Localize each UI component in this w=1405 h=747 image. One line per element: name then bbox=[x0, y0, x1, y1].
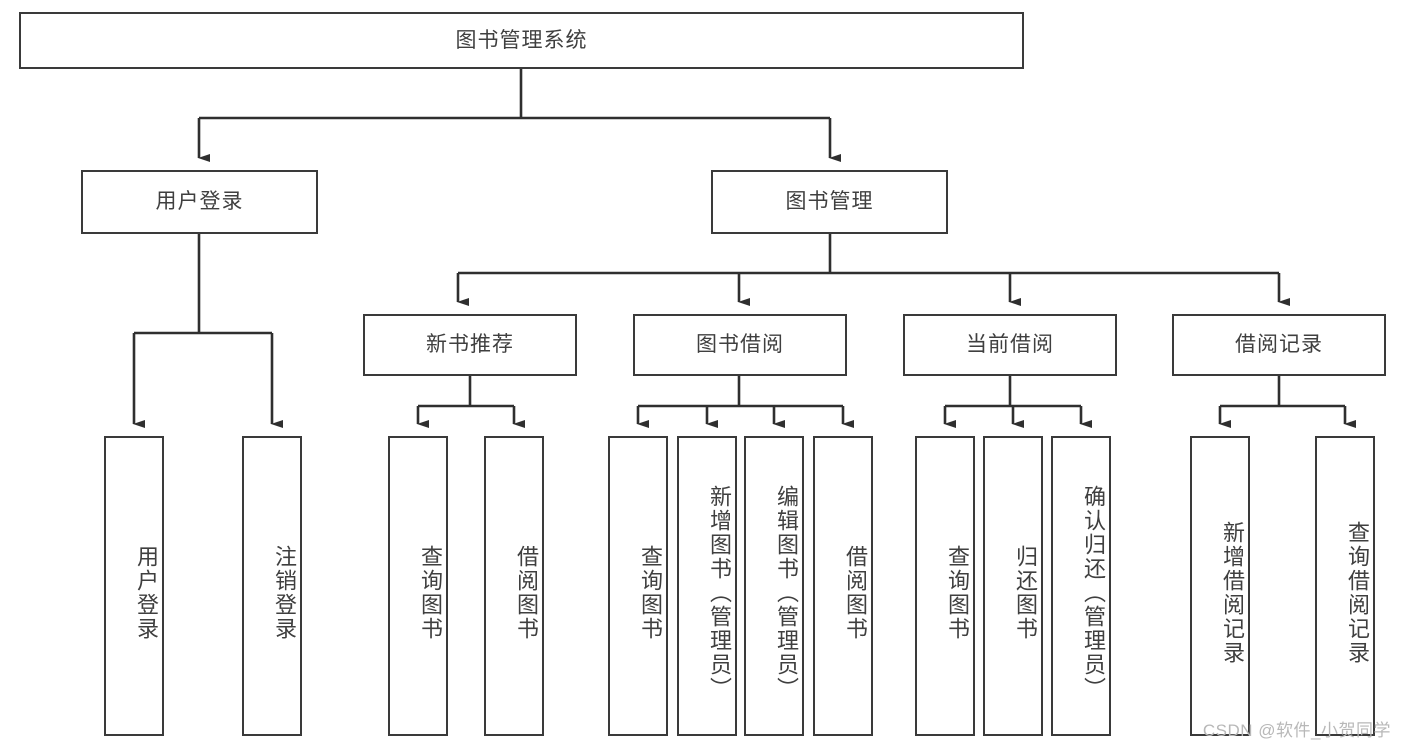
node-label: 查询借阅记录 bbox=[1345, 521, 1370, 665]
leaf-current-borrow-return-book[interactable]: 归还图书 bbox=[983, 436, 1043, 736]
node-label: 查询图书 bbox=[418, 545, 443, 641]
node-label: 注销登录 bbox=[272, 545, 297, 641]
node-root-book-management-system[interactable]: 图书管理系统 bbox=[19, 12, 1024, 69]
node-label: 新增图书（管理员） bbox=[707, 485, 732, 701]
leaf-current-borrow-confirm-return-admin[interactable]: 确认归还（管理员） bbox=[1051, 436, 1111, 736]
node-label: 当前借阅 bbox=[966, 333, 1054, 357]
watermark: CSDN @软件_小贺同学 bbox=[1202, 721, 1391, 740]
leaf-new-book-query-book[interactable]: 查询图书 bbox=[388, 436, 448, 736]
leaf-user-login-login[interactable]: 用户登录 bbox=[104, 436, 164, 736]
node-current-borrow[interactable]: 当前借阅 bbox=[903, 314, 1117, 376]
node-label: 用户登录 bbox=[134, 545, 159, 641]
leaf-book-borrow-edit-book-admin[interactable]: 编辑图书（管理员） bbox=[744, 436, 804, 736]
leaf-borrow-record-add-record[interactable]: 新增借阅记录 bbox=[1190, 436, 1250, 736]
leaf-current-borrow-query-book[interactable]: 查询图书 bbox=[915, 436, 975, 736]
node-label: 新书推荐 bbox=[426, 333, 514, 357]
node-book-management[interactable]: 图书管理 bbox=[711, 170, 948, 234]
node-label: 图书借阅 bbox=[696, 333, 784, 357]
node-label: 归还图书 bbox=[1013, 545, 1038, 641]
node-label: 用户登录 bbox=[155, 190, 244, 214]
node-label: 借阅图书 bbox=[843, 545, 868, 641]
node-user-login[interactable]: 用户登录 bbox=[81, 170, 318, 234]
node-book-borrow[interactable]: 图书借阅 bbox=[633, 314, 847, 376]
node-borrow-record[interactable]: 借阅记录 bbox=[1172, 314, 1386, 376]
node-label: 借阅图书 bbox=[514, 545, 539, 641]
node-label: 编辑图书（管理员） bbox=[774, 485, 799, 701]
leaf-borrow-record-query-record[interactable]: 查询借阅记录 bbox=[1315, 436, 1375, 736]
leaf-book-borrow-add-book-admin[interactable]: 新增图书（管理员） bbox=[677, 436, 737, 736]
node-label: 查询图书 bbox=[945, 545, 970, 641]
node-label: 借阅记录 bbox=[1235, 333, 1323, 357]
leaf-user-login-logout[interactable]: 注销登录 bbox=[242, 436, 302, 736]
leaf-book-borrow-query-book[interactable]: 查询图书 bbox=[608, 436, 668, 736]
node-label: 图书管理系统 bbox=[455, 28, 588, 52]
node-label: 确认归还（管理员） bbox=[1081, 485, 1106, 701]
node-label: 查询图书 bbox=[638, 545, 663, 641]
node-label: 新增借阅记录 bbox=[1220, 521, 1245, 665]
node-label: 图书管理 bbox=[785, 190, 874, 214]
leaf-book-borrow-borrow-book[interactable]: 借阅图书 bbox=[813, 436, 873, 736]
leaf-new-book-borrow-book[interactable]: 借阅图书 bbox=[484, 436, 544, 736]
node-new-book-recommend[interactable]: 新书推荐 bbox=[363, 314, 577, 376]
